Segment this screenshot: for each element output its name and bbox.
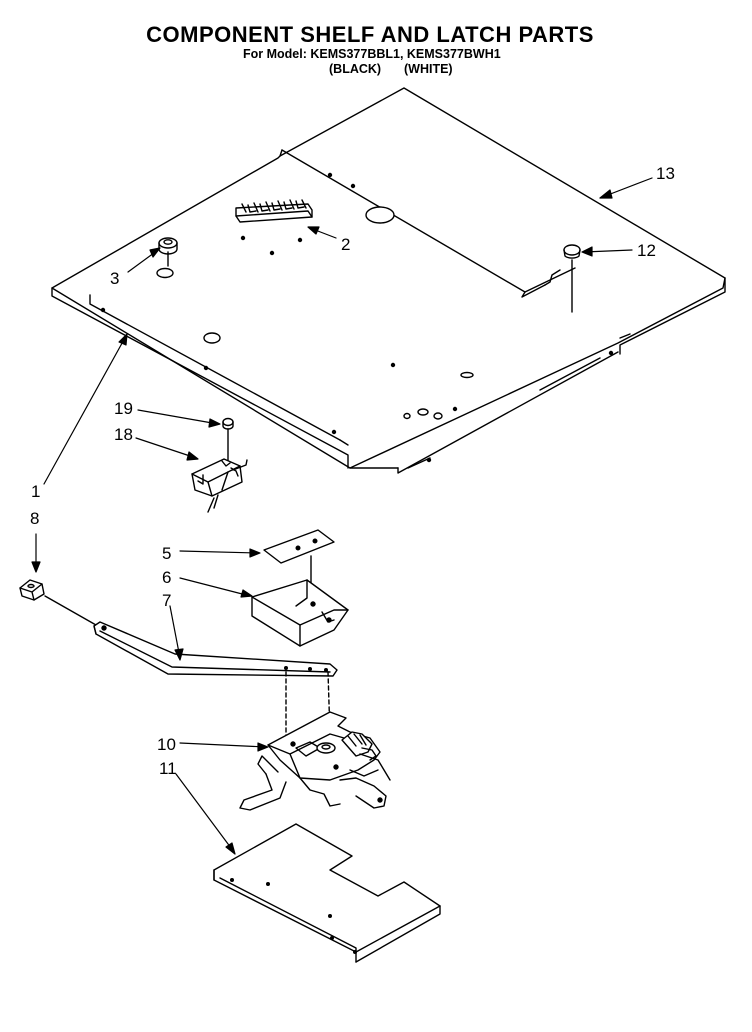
bracket bbox=[251, 579, 349, 647]
callout-12: 12 bbox=[637, 241, 656, 260]
callout-3: 3 bbox=[110, 269, 119, 288]
callout-1: 1 bbox=[31, 482, 40, 501]
callout-labels: 13 2 12 3 1 19 18 8 5 6 7 10 11 bbox=[30, 164, 675, 778]
insulator bbox=[263, 529, 335, 564]
component-shelf bbox=[51, 87, 726, 474]
variant-black: (BLACK) bbox=[329, 62, 382, 76]
callout-18: 18 bbox=[114, 425, 133, 444]
latch-switch bbox=[191, 458, 248, 513]
screw bbox=[222, 417, 234, 467]
latch-knob bbox=[19, 579, 45, 601]
callout-5: 5 bbox=[162, 544, 171, 563]
callout-6: 6 bbox=[162, 568, 171, 587]
leader-lines bbox=[31, 177, 653, 855]
grommet bbox=[158, 237, 178, 267]
latch-assembly bbox=[239, 711, 391, 811]
model-line: For Model: KEMS377BBL1, KEMS377BWH1 bbox=[243, 47, 501, 61]
knob-link-line bbox=[44, 595, 97, 626]
callout-11: 11 bbox=[159, 759, 177, 778]
callout-8: 8 bbox=[30, 509, 39, 528]
terminal-block bbox=[235, 199, 313, 223]
callout-7: 7 bbox=[162, 591, 171, 610]
callout-2: 2 bbox=[341, 235, 350, 254]
callout-13: 13 bbox=[656, 164, 675, 183]
page-title: COMPONENT SHELF AND LATCH PARTS bbox=[146, 22, 594, 47]
hole-plug bbox=[563, 244, 581, 313]
latch-arm bbox=[93, 621, 338, 741]
variant-white: (WHITE) bbox=[404, 62, 453, 76]
cover-plate bbox=[213, 823, 441, 963]
callout-19: 19 bbox=[114, 399, 133, 418]
callout-10: 10 bbox=[157, 735, 176, 754]
